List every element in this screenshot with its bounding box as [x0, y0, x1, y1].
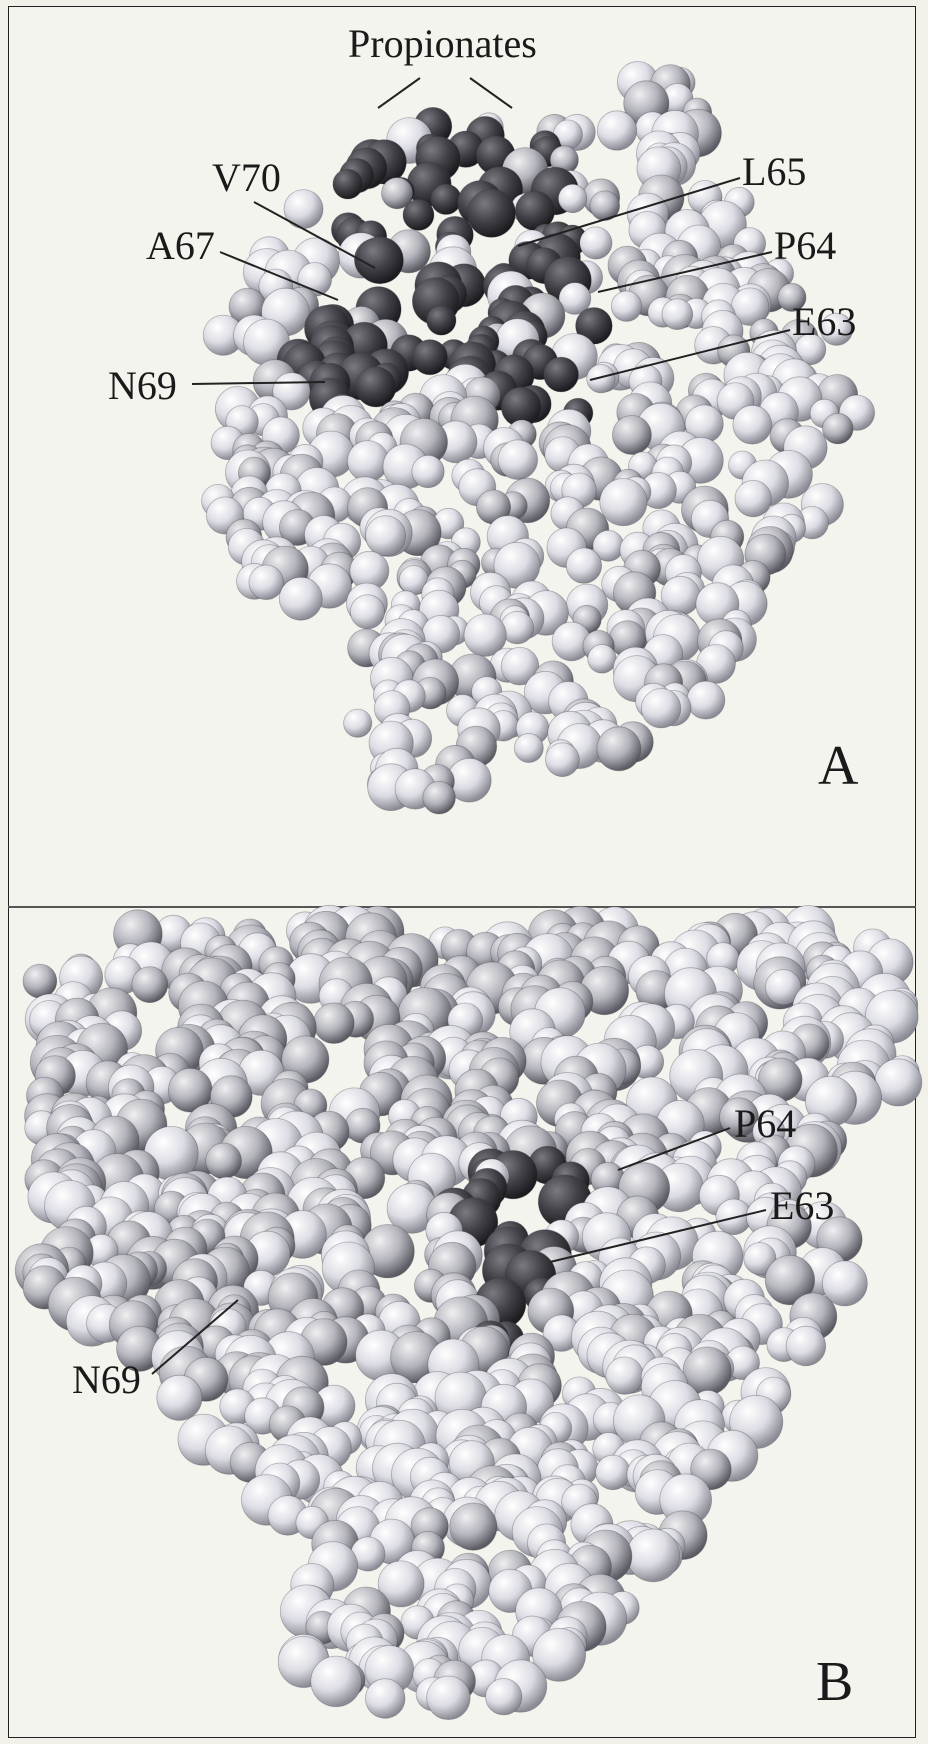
label-p64-b: P64	[734, 1104, 796, 1144]
atom-sphere	[412, 340, 447, 375]
atom-sphere	[427, 306, 456, 335]
atom-sphere	[157, 1375, 202, 1420]
atom-sphere	[365, 1679, 405, 1719]
leader-propionates-right	[470, 78, 512, 108]
atom-sphere	[823, 413, 854, 444]
atom-sphere	[498, 440, 538, 480]
panel-letter-b: B	[816, 1654, 853, 1710]
atom-sphere	[412, 455, 444, 487]
atom-sphere	[597, 727, 641, 771]
atom-sphere	[627, 1529, 680, 1582]
atom-sphere	[558, 184, 586, 212]
atom-sphere	[423, 781, 456, 814]
atom-sphere	[132, 967, 168, 1003]
atom-sphere	[357, 237, 404, 284]
atom-sphere	[514, 734, 543, 763]
atom-sphere	[580, 227, 612, 259]
label-v70: V70	[212, 158, 281, 198]
atom-sphere	[249, 565, 284, 600]
atom-sphere	[546, 743, 580, 777]
atom-sphere	[611, 291, 641, 321]
atom-sphere	[733, 405, 772, 444]
atom-sphere	[662, 299, 693, 330]
atom-sphere	[450, 1503, 497, 1550]
label-p64-a: P64	[774, 226, 836, 266]
atom-sphere	[350, 595, 384, 629]
label-l65: L65	[742, 152, 806, 192]
atom-sphere	[311, 1656, 362, 1707]
atom-sphere	[587, 365, 615, 393]
atom-sphere	[206, 1143, 242, 1179]
label-n69-a: N69	[108, 366, 177, 406]
atom-sphere	[366, 516, 406, 556]
atom-sphere	[735, 480, 771, 516]
atom-sphere	[588, 645, 617, 674]
label-propionates: Propionates	[348, 24, 537, 64]
leader-propionates-left	[378, 78, 420, 108]
label-a67: A67	[146, 226, 215, 266]
atom-sphere	[597, 111, 636, 150]
atom-sphere	[596, 1455, 631, 1490]
atom-sphere	[612, 416, 651, 455]
atom-sphere	[641, 689, 680, 728]
atom-sphere	[544, 357, 579, 392]
atom-sphere	[314, 1003, 355, 1044]
atom-sphere	[687, 681, 725, 719]
label-e63-a: E63	[792, 302, 856, 342]
atom-sphere	[486, 1679, 522, 1715]
atom-sphere	[600, 479, 647, 526]
atom-sphere	[279, 577, 322, 620]
label-e63-b: E63	[770, 1186, 834, 1226]
panel-letter-a: A	[818, 738, 858, 794]
atom-sphere	[786, 1326, 826, 1366]
atom-sphere	[606, 1357, 643, 1394]
atom-sphere	[23, 964, 57, 998]
atom-sphere	[333, 169, 363, 199]
label-n69-b: N69	[72, 1360, 141, 1400]
atom-sphere	[431, 184, 461, 214]
atom-sphere	[344, 709, 372, 737]
atom-sphere	[566, 548, 601, 583]
panel-b-molecule	[15, 905, 922, 1719]
atom-sphere	[427, 1676, 471, 1720]
atom-sphere	[356, 367, 396, 407]
atom-sphere	[347, 441, 388, 482]
atom-sphere	[403, 199, 434, 230]
atom-sphere	[468, 189, 516, 237]
atom-sphere	[284, 190, 323, 229]
